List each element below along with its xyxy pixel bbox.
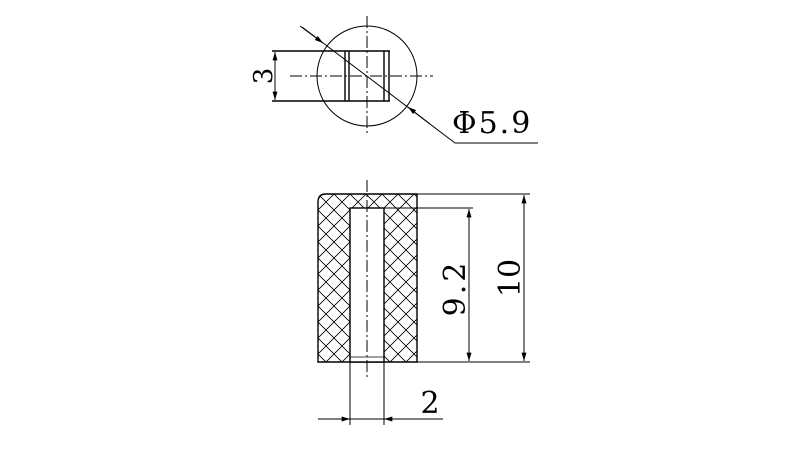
- diameter-leader: [301, 26, 456, 144]
- hole-width-dim-label: 2: [420, 386, 439, 421]
- height-dim-label: 10: [493, 259, 528, 297]
- diameter-arrow: [407, 106, 431, 125]
- diameter-arrow: [299, 25, 324, 44]
- top-view: [272, 16, 538, 144]
- side-view: [317, 180, 418, 425]
- diameter-dim-label: Φ5.9: [452, 106, 532, 141]
- side-dimensions: [318, 193, 530, 422]
- hole-depth-dim-label: 9.2: [438, 260, 473, 317]
- width-dim-label: 3: [249, 68, 279, 85]
